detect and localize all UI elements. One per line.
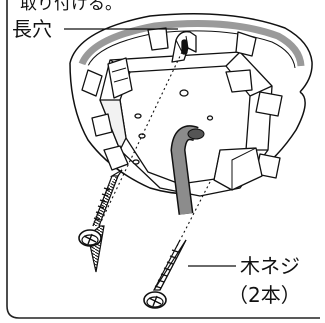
hole [134, 113, 142, 119]
hole [179, 89, 189, 97]
rim-tab [103, 145, 129, 171]
rim-tab [225, 69, 253, 93]
wood-screw-right [143, 239, 187, 309]
mounting-base [69, 13, 313, 197]
hole [132, 159, 140, 165]
wood-screw-left [78, 168, 123, 273]
instruction-frame [6, 0, 320, 319]
cable [170, 125, 205, 215]
rim-tab [81, 69, 103, 97]
rim-tab [235, 31, 257, 57]
guide-lines [97, 51, 211, 249]
screw-label: 木ネジ [240, 254, 300, 278]
screw-count-label: （2本） [228, 283, 301, 307]
rim-tab [91, 113, 113, 137]
left-wall [99, 99, 127, 151]
guide-line-right [175, 181, 211, 249]
hole [138, 133, 146, 139]
rim-tab [147, 27, 169, 51]
hole [206, 115, 214, 121]
cable-block [213, 147, 263, 191]
rim-tab [255, 91, 283, 117]
header-text: 取り付ける。 [20, 0, 122, 14]
slot-hole [181, 39, 188, 55]
base-rim-band [78, 20, 305, 67]
slot-label: 長穴 [12, 17, 52, 41]
